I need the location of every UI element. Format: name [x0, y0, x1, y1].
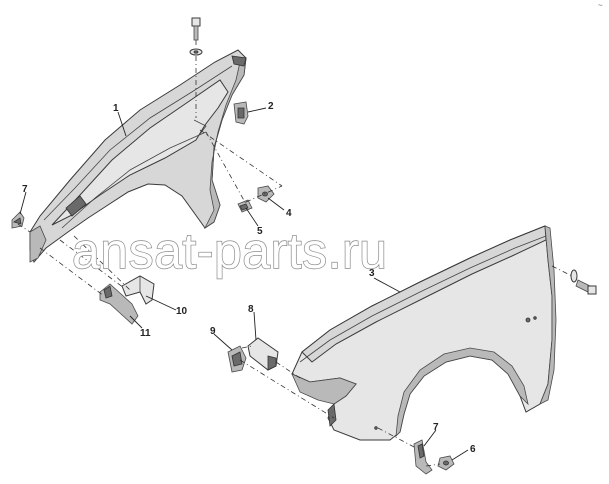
- callout-7-right: 7: [433, 422, 439, 433]
- bracket-part-2: [233, 101, 249, 125]
- callout-2: 2: [268, 101, 274, 112]
- bracket-part-11: [99, 283, 139, 325]
- bolt-top: [189, 17, 203, 118]
- clip-part-7-right: [413, 439, 433, 475]
- callout-11: 11: [140, 328, 151, 339]
- right-fender: [291, 225, 557, 441]
- clip-part-9: [227, 345, 247, 373]
- clip-part-7-left: [11, 211, 25, 229]
- callout-7-left: 7: [22, 184, 28, 195]
- bolt-right: [570, 269, 597, 295]
- clip-part-4: [257, 185, 275, 203]
- callout-5: 5: [257, 226, 263, 237]
- nut-part-6: [437, 455, 455, 471]
- bolt-part-5: [237, 199, 253, 213]
- callout-3: 3: [369, 268, 375, 279]
- callout-10: 10: [176, 306, 188, 317]
- callout-labels: 1 2 3 4 5 6 7 7 8 9 10 11: [22, 101, 476, 455]
- corner-mark: ~: [598, 1, 603, 10]
- callout-8: 8: [248, 304, 254, 315]
- bracket-part-8: [247, 337, 279, 371]
- callout-9: 9: [210, 326, 216, 337]
- callout-4: 4: [286, 208, 292, 219]
- leader-lines: [19, 107, 469, 461]
- callout-6: 6: [470, 444, 476, 455]
- callout-1: 1: [113, 103, 119, 114]
- watermark-text: ansat-parts.ru: [72, 223, 387, 279]
- left-fender: [29, 49, 247, 263]
- bracket-part-10: [121, 275, 155, 305]
- assembly-lines: [17, 129, 573, 467]
